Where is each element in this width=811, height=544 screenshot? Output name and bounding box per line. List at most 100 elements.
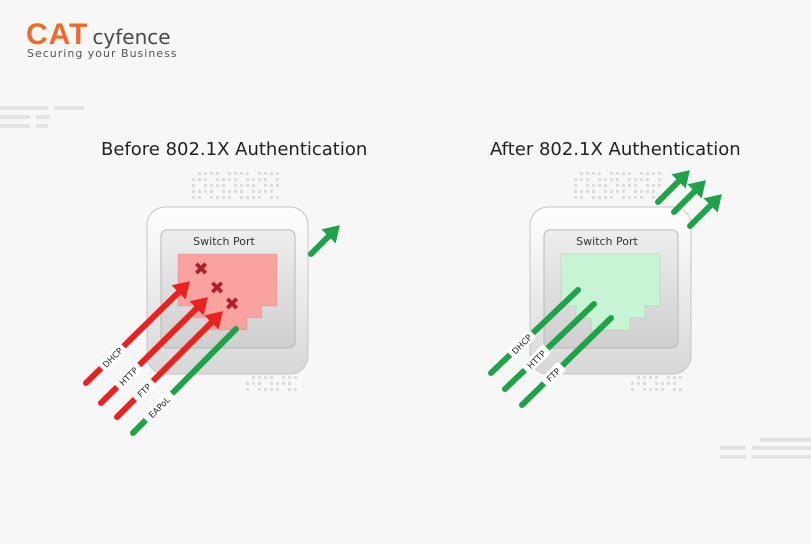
decor-dot: [628, 172, 631, 175]
decor-dot: [628, 184, 631, 187]
decor-dot: [294, 388, 297, 391]
decor-dot: [634, 190, 637, 193]
decor-dot: [258, 190, 261, 193]
decor-dot: [204, 172, 207, 175]
arrow-shaft: [687, 201, 715, 229]
decor-dash: [0, 106, 48, 110]
protocol-tag-label: DHCP: [101, 346, 125, 370]
decor-dot: [634, 184, 637, 187]
arrow-head: [687, 180, 706, 199]
arrow-head: [204, 311, 223, 330]
decor-dot: [192, 178, 195, 181]
decor-dot: [264, 184, 267, 187]
decor-dot: [634, 178, 637, 181]
decor-dot: [246, 178, 249, 181]
decor-dot: [628, 196, 631, 199]
decor-dot: [270, 196, 273, 199]
x-mark-icon: ✖: [209, 278, 224, 299]
decor-dot: [198, 196, 201, 199]
arrow-head: [703, 194, 722, 213]
exit-arrow-dhcp: [655, 170, 690, 205]
arrow-head: [171, 281, 191, 300]
decor-dot: [264, 376, 267, 379]
decor-dot: [574, 196, 577, 199]
decor-dot: [643, 388, 646, 391]
decor-dot: [252, 376, 255, 379]
decor-dot: [610, 190, 613, 193]
decor-dot: [246, 388, 249, 391]
decor-dot: [270, 190, 273, 193]
decor-dot: [240, 190, 243, 193]
decor-dash: [760, 438, 811, 442]
decor-dot: [216, 196, 219, 199]
decor-dot: [640, 178, 643, 181]
decor-dot: [234, 172, 237, 175]
decor-dot: [679, 388, 682, 391]
decor-dot: [646, 184, 649, 187]
decor-dot: [192, 190, 195, 193]
decor-dot: [264, 388, 267, 391]
decor-dot: [586, 190, 589, 193]
decor-dot: [649, 388, 652, 391]
decor-dot: [655, 388, 658, 391]
protocol-tag-bg: [541, 362, 566, 387]
decor-dot: [294, 376, 297, 379]
decor-dot: [631, 382, 634, 385]
decor-dot: [252, 184, 255, 187]
decor-dot: [652, 190, 655, 193]
protocol-tag-bg: [131, 378, 156, 403]
decor-dot: [234, 190, 237, 193]
allowed-arrow-http: [502, 301, 597, 392]
decor-dot: [228, 172, 231, 175]
decor-dot: [264, 172, 267, 175]
decor-dot: [276, 196, 279, 199]
decor-dot: [222, 178, 225, 181]
arrow-head: [189, 297, 208, 316]
decor-dot: [264, 190, 267, 193]
decor-dot: [270, 382, 273, 385]
arrow-shaft: [488, 287, 581, 376]
decor-dot: [246, 382, 249, 385]
exit-arrow-http: [671, 180, 706, 215]
decor-dot: [240, 196, 243, 199]
decor-dot: [604, 184, 607, 187]
decor-dash: [752, 455, 811, 459]
decor-dot: [628, 178, 631, 181]
protocol-tag-bg: [507, 329, 536, 358]
arrow-shaft: [655, 177, 683, 205]
background-decoration: [0, 106, 811, 459]
arrow-shaft: [671, 187, 699, 215]
decor-dot: [586, 178, 589, 181]
blocked-arrow-ftp: [114, 311, 223, 420]
arrow-head: [671, 170, 690, 189]
decor-dot: [667, 376, 670, 379]
decor-dash: [36, 115, 50, 119]
protocol-tag-bg: [142, 390, 176, 424]
decor-dot: [222, 184, 225, 187]
logo-word: cyfence: [92, 25, 171, 49]
allowed-arrow-dhcp: [488, 287, 581, 376]
decor-dot: [604, 178, 607, 181]
decor-dot: [258, 172, 261, 175]
exit-arrow-ftp: [687, 194, 722, 229]
arrow-shaft: [519, 315, 614, 408]
decor-dot: [658, 172, 661, 175]
decor-dot: [649, 376, 652, 379]
decor-dot: [210, 190, 213, 193]
decor-dot: [270, 184, 273, 187]
switch-port-label: Switch Port: [576, 235, 638, 248]
decor-dot: [652, 196, 655, 199]
decor-dot: [652, 172, 655, 175]
decor-dot: [592, 184, 595, 187]
decor-dot: [288, 376, 291, 379]
decor-dot: [276, 172, 279, 175]
decor-dot: [222, 196, 225, 199]
decor-dot: [622, 190, 625, 193]
x-mark-icon: ✖: [224, 294, 239, 315]
decor-dash: [752, 446, 811, 450]
decor-dot: [604, 190, 607, 193]
decor-dash: [0, 124, 30, 128]
